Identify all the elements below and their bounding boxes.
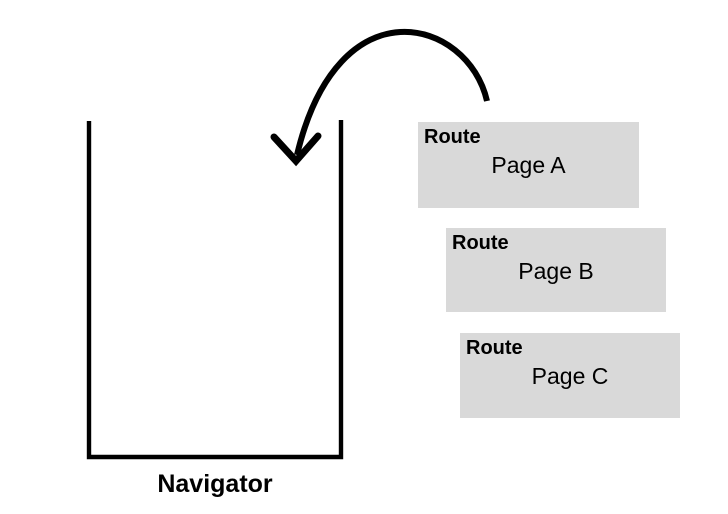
page-label: Page B — [518, 258, 594, 284]
route-label: Route — [452, 232, 509, 254]
route-card-page-c: Route Page C — [460, 333, 680, 418]
page-label: Page C — [531, 363, 609, 389]
curved-arrow-down-left-icon — [270, 29, 490, 167]
route-card-page-a: Route Page A — [418, 122, 639, 208]
route-label: Route — [424, 126, 481, 148]
page-label: Page A — [491, 152, 566, 178]
route-card-page-b: Route Page B — [446, 228, 666, 312]
route-label: Route — [466, 337, 523, 359]
navigator-stack-outline — [86, 120, 344, 460]
push-arrow-curve — [294, 29, 490, 156]
navigator-label: Navigator — [157, 470, 273, 498]
push-arrow-head — [270, 132, 322, 167]
